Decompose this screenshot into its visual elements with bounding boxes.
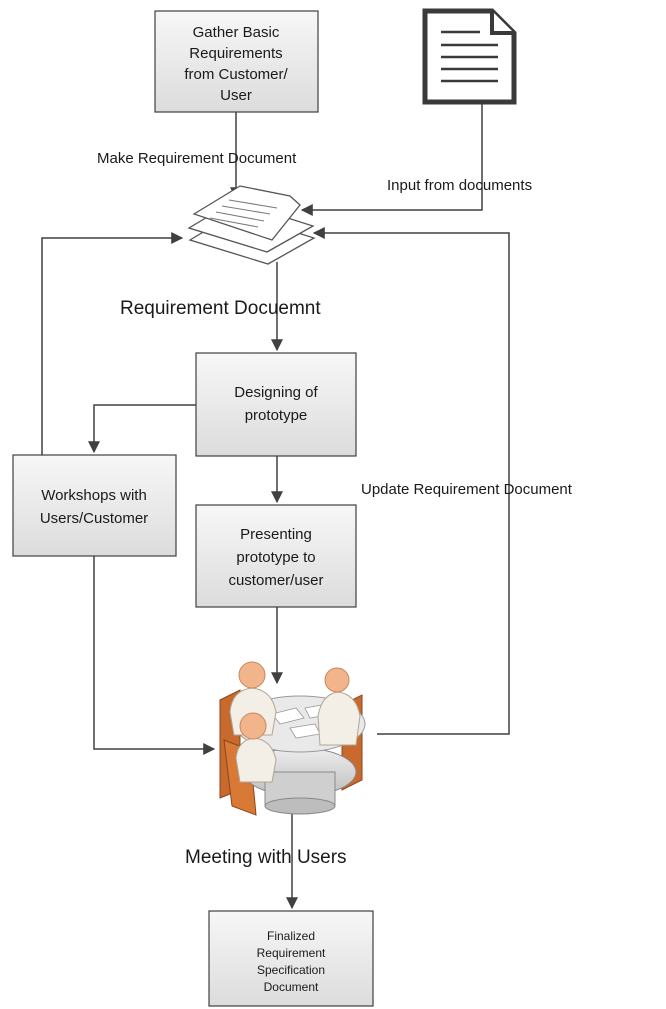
finalized-line-3: Specification bbox=[257, 963, 325, 977]
presenting-line-3: customer/user bbox=[228, 572, 323, 589]
arrow-workshops-to-meeting bbox=[93, 556, 216, 755]
label-meeting-with-users: Meeting with Users bbox=[185, 847, 347, 868]
finalized-line-1: Finalized bbox=[267, 929, 315, 943]
document-icon bbox=[422, 8, 517, 105]
designing-line-2: prototype bbox=[245, 407, 308, 424]
label-make-requirement-document: Make Requirement Document bbox=[97, 150, 297, 167]
arrow-workshops-to-stack bbox=[41, 232, 184, 456]
label-update-requirement-document: Update Requirement Document bbox=[361, 481, 573, 498]
designing-line-1: Designing of bbox=[234, 384, 318, 401]
arrow-input-docs bbox=[300, 102, 483, 216]
finalized-line-4: Document bbox=[264, 980, 319, 994]
document-stack-icon bbox=[187, 185, 316, 265]
meeting-people-icon bbox=[219, 661, 366, 816]
gather-requirements-box: Gather Basic Requirements from Customer/… bbox=[154, 10, 319, 113]
gather-line-1: Gather Basic bbox=[193, 24, 280, 41]
label-requirement-document: Requirement Docuemnt bbox=[120, 298, 321, 319]
workshops-line-1: Workshops with bbox=[41, 487, 147, 504]
arrow-update-requirement bbox=[312, 227, 510, 735]
gather-line-2: Requirements bbox=[189, 45, 282, 62]
workshops-line-2: Users/Customer bbox=[40, 510, 148, 527]
presenting-line-1: Presenting bbox=[240, 526, 312, 543]
label-input-from-documents: Input from documents bbox=[387, 177, 532, 194]
designing-prototype-box: Designing of prototype bbox=[195, 352, 357, 457]
workshops-box: Workshops with Users/Customer bbox=[12, 454, 177, 557]
finalized-line-2: Requirement bbox=[257, 946, 326, 960]
finalized-document-box: Finalized Requirement Specification Docu… bbox=[208, 910, 374, 1007]
arrow-designing-to-workshops bbox=[88, 404, 196, 454]
presenting-prototype-box: Presenting prototype to customer/user bbox=[195, 504, 357, 608]
gather-line-4: User bbox=[220, 87, 252, 104]
gather-line-3: from Customer/ bbox=[184, 66, 288, 83]
connectors bbox=[41, 102, 510, 910]
presenting-line-2: prototype to bbox=[236, 549, 315, 566]
